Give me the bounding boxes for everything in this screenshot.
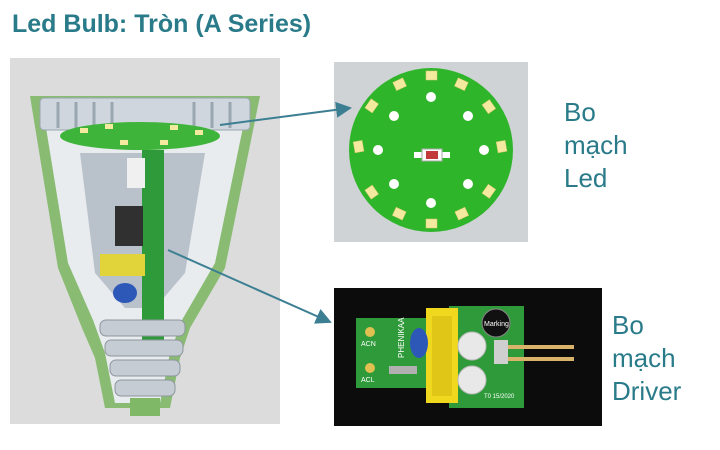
led-board-label-line1: Bo xyxy=(564,97,596,127)
led-board-image xyxy=(334,62,528,242)
driver-board-label-line1: Bo xyxy=(612,310,644,340)
bulb-cutaway-image xyxy=(10,58,280,424)
driver-board-label-line3: Driver xyxy=(612,376,682,406)
driver-board-label: Bo mạch Driver xyxy=(612,309,681,408)
driver-brand-text: PHENIKAA xyxy=(397,317,406,358)
driver-marking-text: Marking xyxy=(484,321,509,328)
led-board-label-line2: mạch xyxy=(564,130,628,160)
driver-acn-text: ACN xyxy=(361,341,376,348)
slide-title: Led Bulb: Tròn (A Series) xyxy=(12,10,312,38)
driver-date-text: T0 15/2020 xyxy=(484,394,515,400)
led-board-label-line3: Led xyxy=(564,163,608,193)
led-board-label: Bo mạch Led xyxy=(564,96,628,195)
driver-acl-text: ACL xyxy=(361,377,375,384)
driver-board-image: PHENIKAA Marking ACN ACL T0 15/2020 xyxy=(334,288,602,426)
driver-board-label-line2: mạch xyxy=(612,343,676,373)
